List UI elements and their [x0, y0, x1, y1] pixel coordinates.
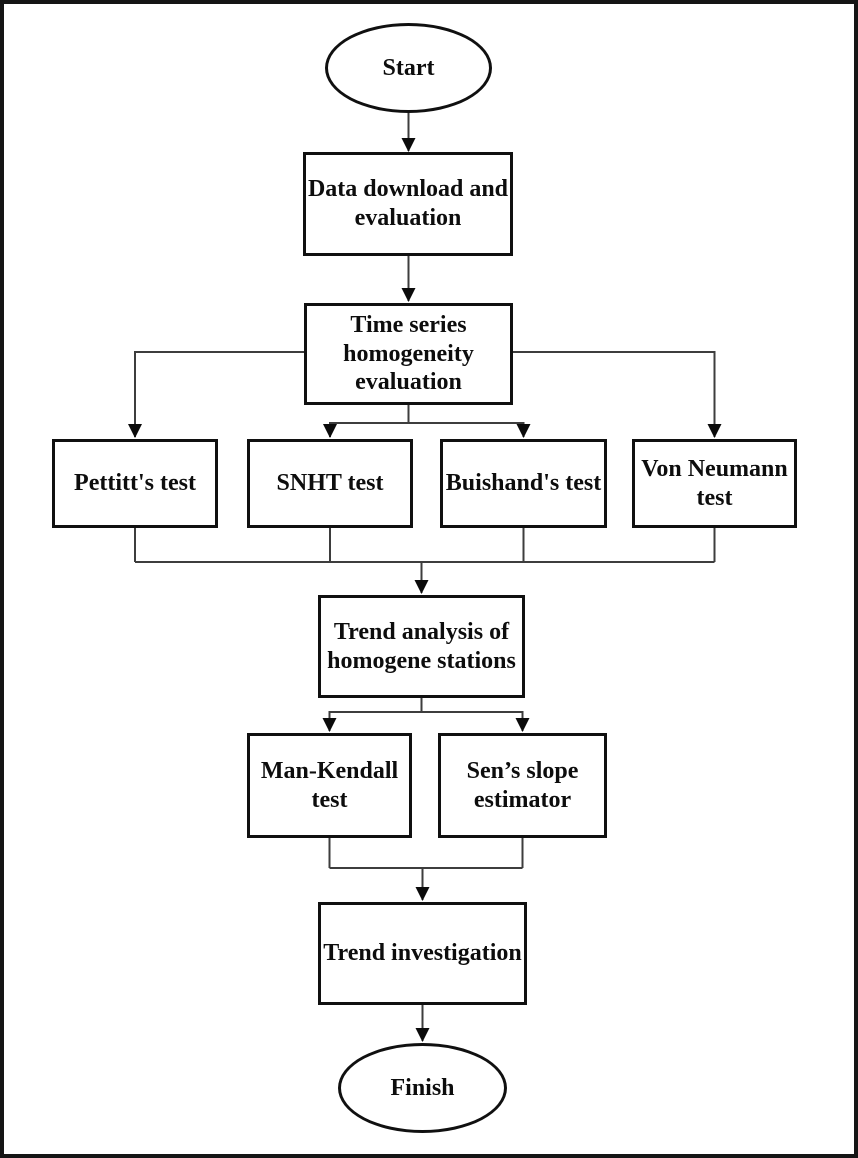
edge-trend-analysis-to-man-kendall [322, 697, 423, 732]
node-trend-analysis: Trend analysis of homogene stations [318, 595, 525, 698]
node-start: Start [325, 23, 492, 113]
node-snht-test: SNHT test [247, 439, 413, 528]
node-von-neumann-test: Von Neumann test [632, 439, 797, 528]
node-pettitts-test: Pettitt's test [52, 439, 218, 528]
edge-time-series-to-von-neumann [513, 351, 722, 438]
edge-time-series-to-snht [323, 405, 410, 438]
node-data-download: Data download and evaluation [303, 152, 513, 256]
node-man-kendall-test: Man-Kendall test [247, 733, 412, 838]
edge-trend-analysis-to-sens-slope [420, 697, 530, 732]
node-buishands-test: Buishand's test [440, 439, 607, 528]
edge-time-series-to-pettitts [128, 351, 304, 438]
edge-tests-collector [134, 527, 716, 563]
node-time-series-homogeneity: Time series homogeneity evaluation [304, 303, 513, 405]
edge-trend-tests-collector [328, 837, 524, 869]
node-finish: Finish [338, 1043, 507, 1133]
edge-time-series-to-buishands [407, 405, 531, 438]
node-sens-slope-estimator: Sen’s slope estimator [438, 733, 607, 838]
node-trend-investigation: Trend investigation [318, 902, 527, 1005]
